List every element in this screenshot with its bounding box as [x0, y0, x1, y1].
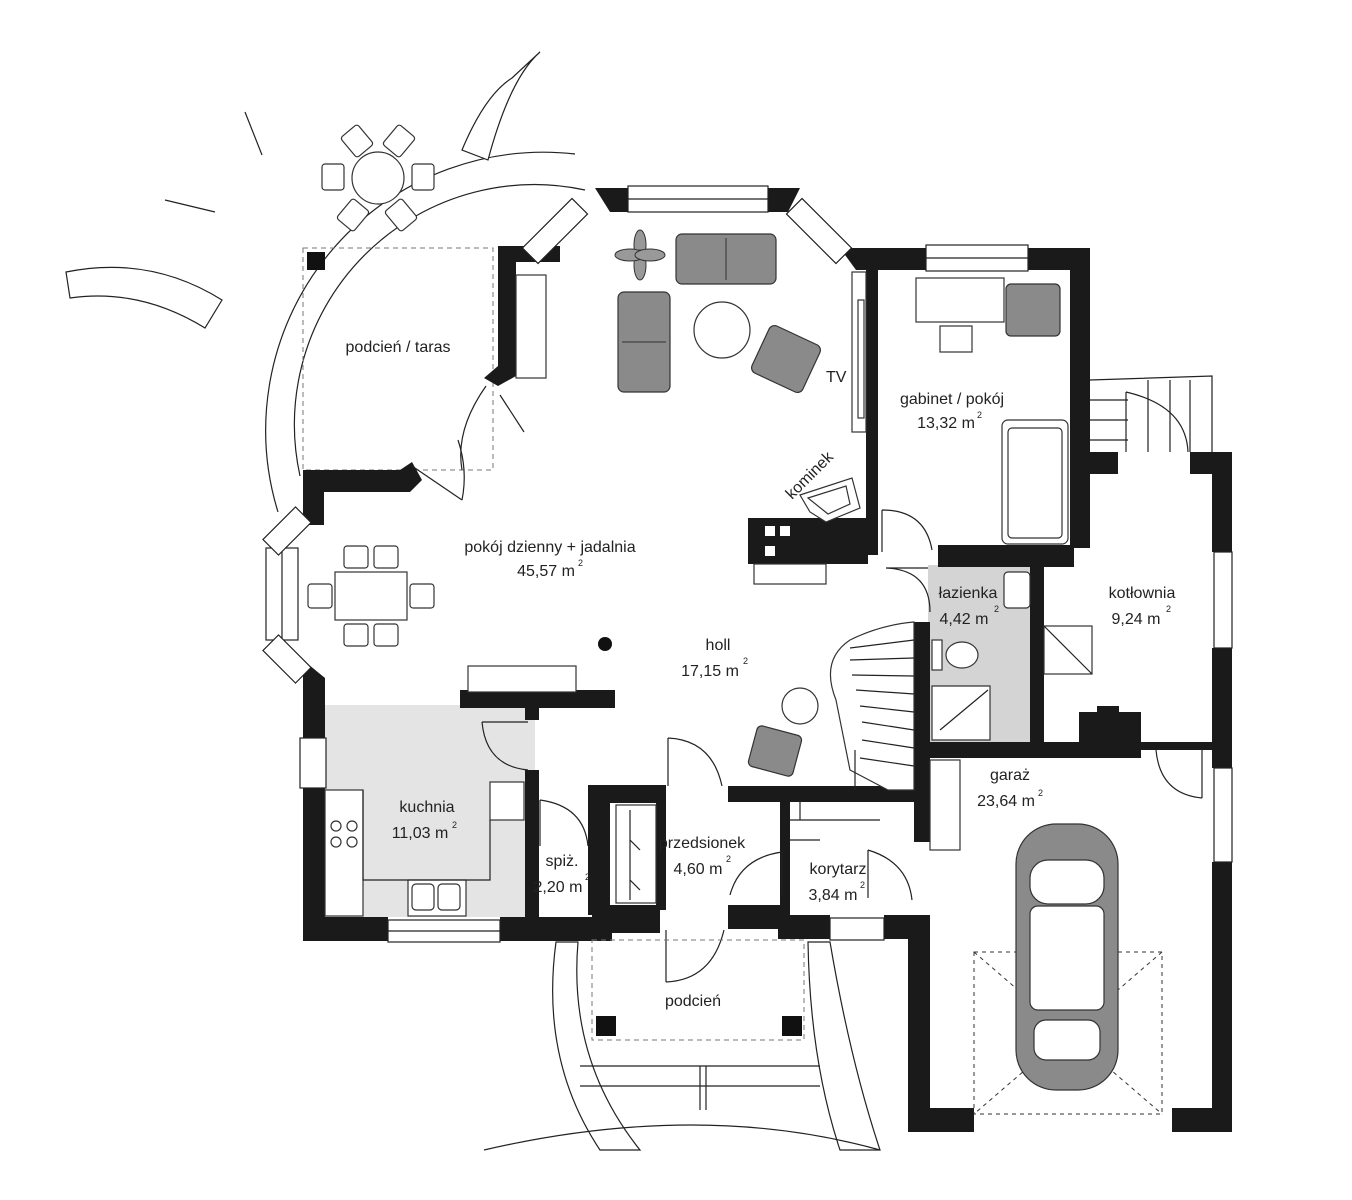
svg-text:2: 2: [1038, 788, 1043, 798]
bathroom-fixtures: [931, 571, 1031, 741]
area-bathroom: 4,42 m: [940, 611, 989, 628]
svg-text:2: 2: [585, 872, 590, 882]
garage: [929, 759, 1163, 1115]
area-hall: 17,15 m: [681, 663, 739, 680]
label-vestibule: przedsionek: [659, 835, 746, 852]
label-porch: podcień: [665, 993, 721, 1010]
kitchen-bar: [467, 665, 577, 693]
kitchen-fixtures: [324, 781, 525, 917]
svg-text:2: 2: [1166, 604, 1171, 614]
entrance-porch: [483, 939, 881, 1151]
svg-text:2: 2: [452, 820, 457, 830]
label-bathroom: łazienka: [939, 585, 998, 602]
svg-text:2: 2: [578, 558, 583, 568]
svg-text:2: 2: [743, 656, 748, 666]
label-study: gabinet / pokój: [900, 391, 1004, 408]
boiler-room: [1043, 625, 1093, 675]
area-boiler: 9,24 m: [1112, 611, 1161, 628]
label-hall: holl: [706, 637, 731, 654]
area-vestibule: 4,60 m: [674, 861, 723, 878]
closet-marks: [629, 810, 641, 900]
terrace-wing-left: [65, 266, 223, 329]
study-furniture: [915, 277, 1069, 545]
label-boiler: kotłownia: [1109, 585, 1176, 602]
terrace-outline: [302, 247, 494, 471]
area-living: 45,57 m: [517, 563, 575, 580]
svg-text:2: 2: [726, 854, 731, 864]
svg-text:2: 2: [860, 880, 865, 890]
label-corridor: korytarz: [810, 861, 867, 878]
terrace-wing-top: [461, 51, 541, 161]
label-pantry: spiż.: [546, 853, 579, 870]
column-dot: [598, 637, 612, 651]
area-pantry: 2,20 m: [534, 879, 583, 896]
label-kitchen: kuchnia: [399, 799, 454, 816]
svg-text:2: 2: [994, 604, 999, 614]
terrace-column: [307, 252, 325, 270]
label-tv: TV: [826, 369, 847, 386]
label-terrace: podcień / taras: [346, 339, 451, 356]
area-garage: 23,64 m: [977, 793, 1035, 810]
hall-seat: [747, 687, 819, 777]
label-living: pokój dzienny + jadalnia: [464, 539, 635, 556]
area-corridor: 3,84 m: [809, 887, 858, 904]
walls: [303, 188, 1232, 1132]
living-furniture: [515, 229, 867, 585]
terrace-arcs: [65, 51, 586, 513]
label-garage: garaż: [990, 767, 1030, 784]
svg-text:2: 2: [977, 410, 982, 420]
doors: [411, 385, 1203, 983]
stairs: [790, 375, 1213, 841]
pantry-shelf: [615, 804, 657, 904]
dining-table: [307, 545, 435, 647]
area-study: 13,32 m: [917, 415, 975, 432]
windows: [262, 185, 1233, 943]
terrace-round-table: [321, 124, 435, 232]
area-kitchen: 11,03 m: [392, 825, 449, 842]
